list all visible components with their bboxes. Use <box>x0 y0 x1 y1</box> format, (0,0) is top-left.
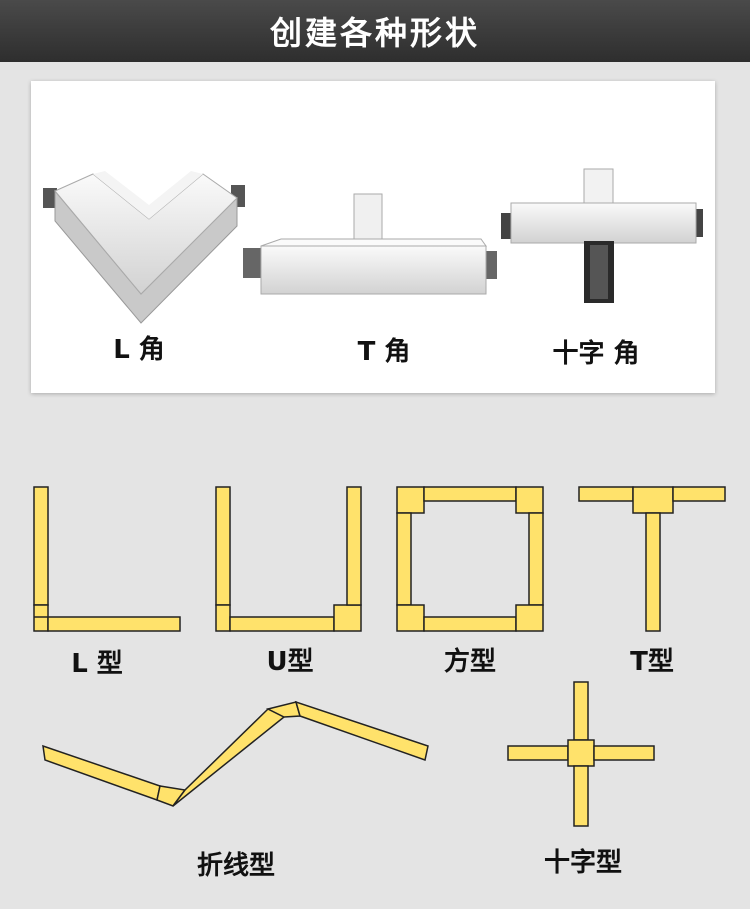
corner-products-panel: L 角 T 角 十字 角 <box>31 81 715 393</box>
header-banner: 创建各种形状 <box>0 0 750 62</box>
cross-shape-label: 十字型 <box>543 848 623 878</box>
cross-corner-product-image <box>501 168 703 303</box>
l-shape-label: L 型 <box>71 649 123 679</box>
l-shape-diagram <box>33 486 181 632</box>
t-corner-label: T 角 <box>357 337 411 367</box>
t-shape-diagram <box>578 486 726 632</box>
u-shape-label: U型 <box>266 647 314 677</box>
zigzag-shape-label: 折线型 <box>196 851 276 881</box>
l-corner-label: L 角 <box>113 335 165 365</box>
u-shape-diagram <box>215 486 362 632</box>
t-shape-label: T型 <box>630 647 674 677</box>
t-corner-product-image <box>243 193 497 295</box>
l-corner-product-image <box>43 171 245 324</box>
page-title: 创建各种形状 <box>269 14 480 52</box>
cross-corner-label: 十字 角 <box>552 339 640 369</box>
zigzag-shape-diagram <box>42 700 429 807</box>
corner-products-illustration <box>43 168 703 324</box>
cross-shape-diagram <box>507 681 655 827</box>
square-shape-label: 方型 <box>443 647 497 677</box>
square-shape-diagram <box>396 486 544 632</box>
